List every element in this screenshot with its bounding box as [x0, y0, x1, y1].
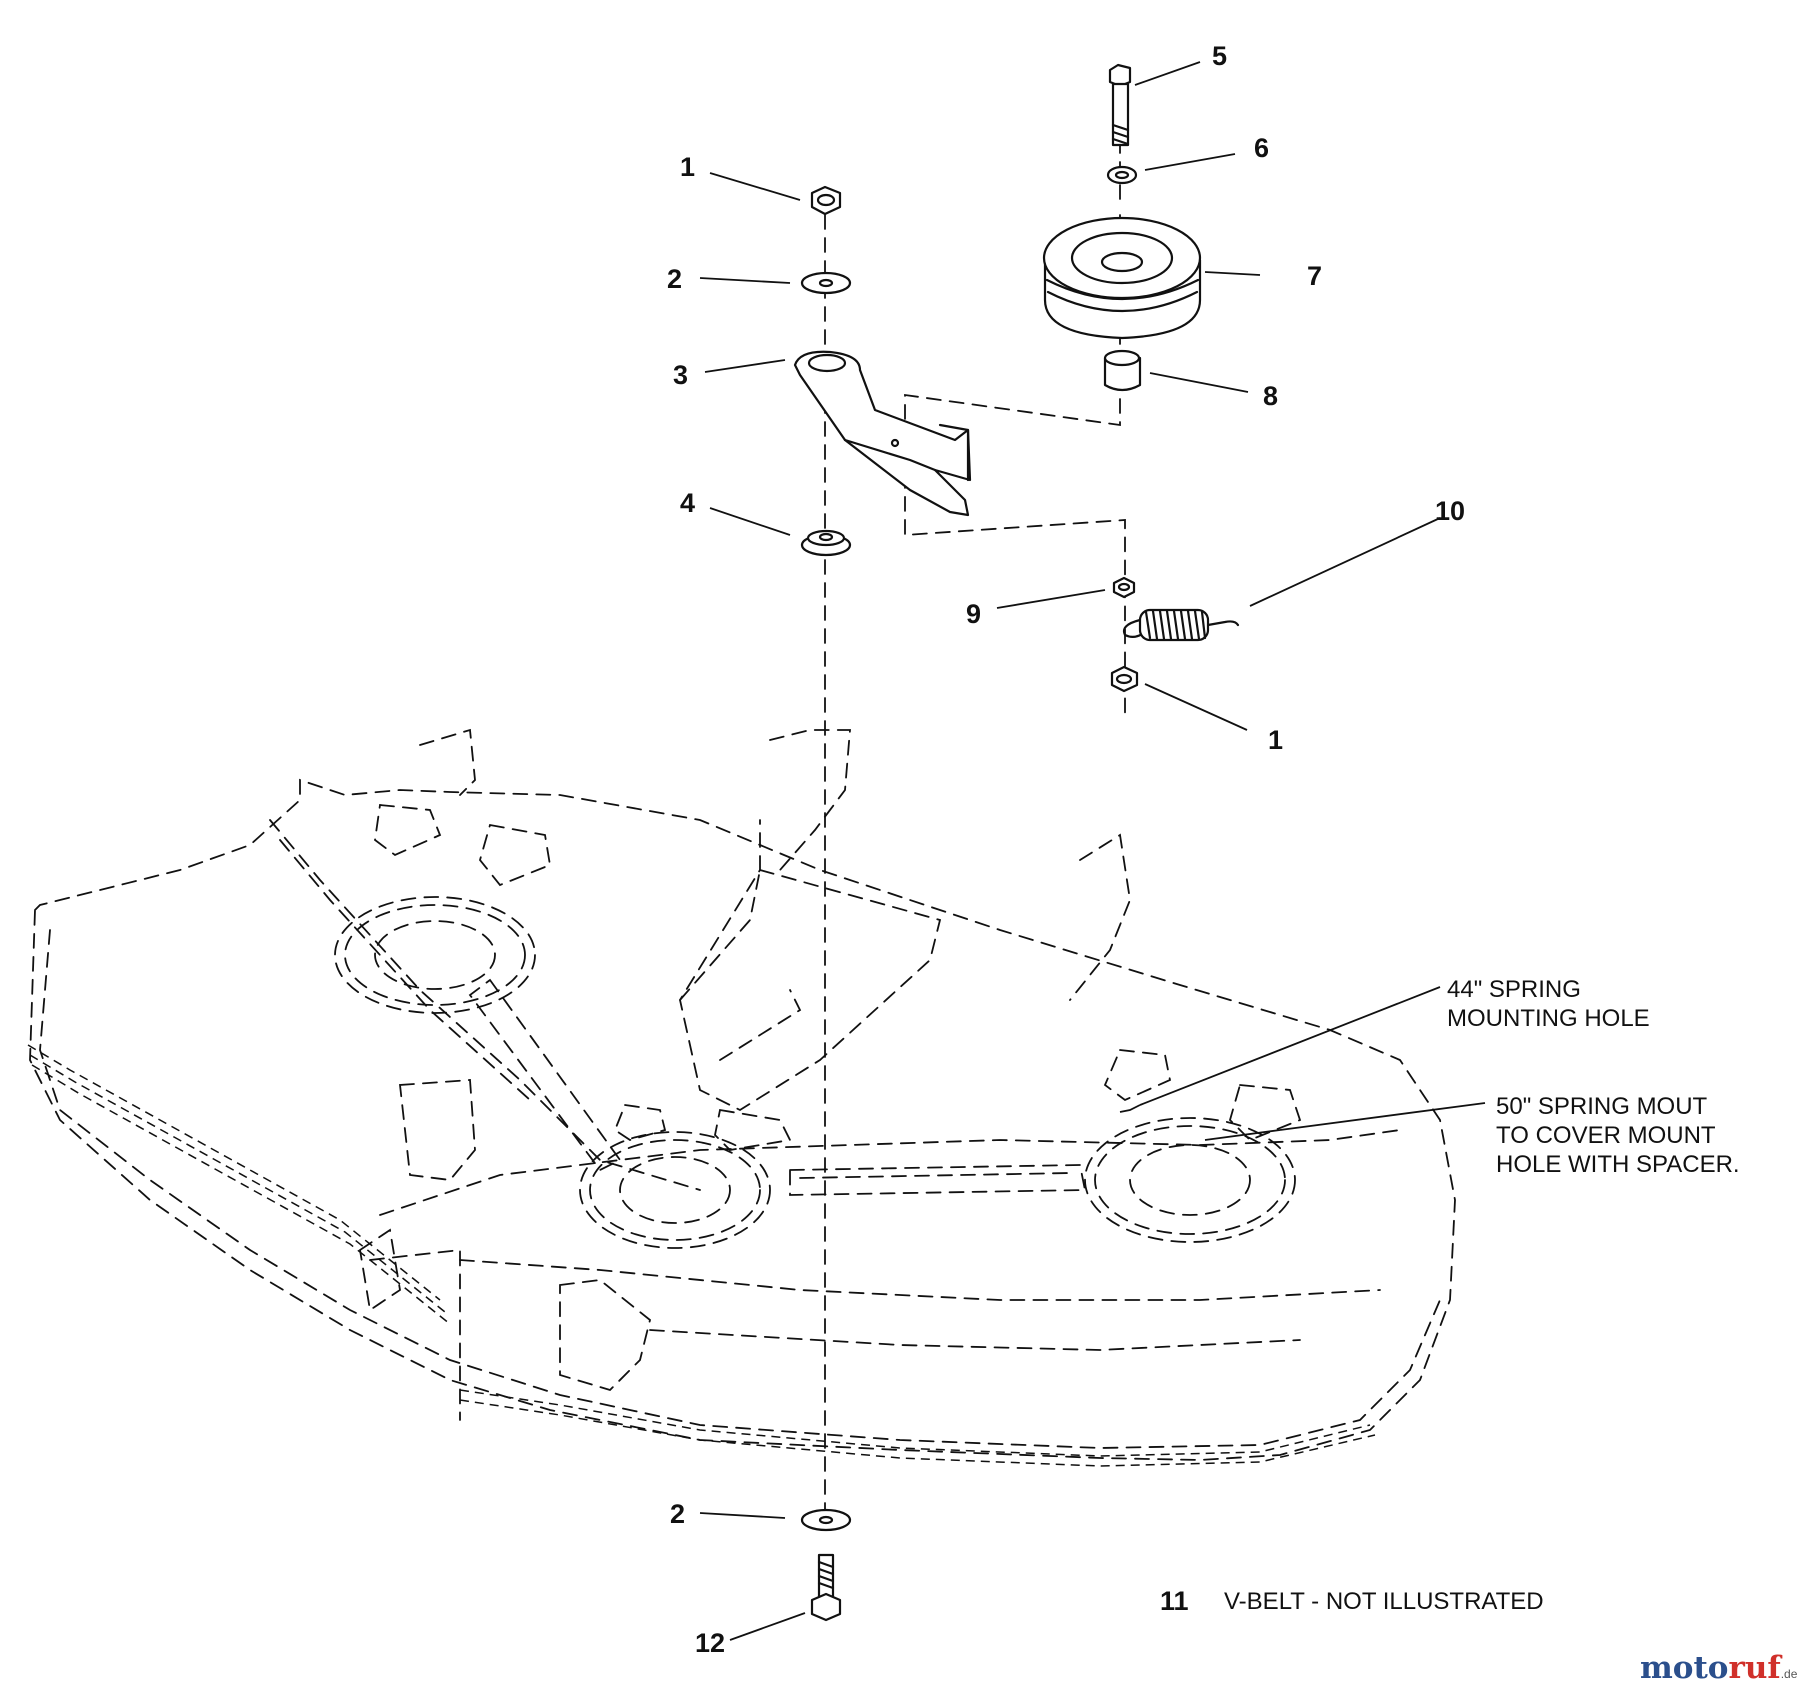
- note-44-spring-line2: MOUNTING HOLE: [1447, 1005, 1650, 1032]
- callout-9: 9: [966, 599, 981, 629]
- leader-lines: [699, 61, 1486, 1641]
- spring-nut: [1112, 576, 1136, 599]
- tension-spring: [1122, 608, 1240, 642]
- callout-10: 10: [1435, 496, 1465, 526]
- pulley-spacer: [1103, 349, 1142, 392]
- note-50-spring-line1: 50" SPRING MOUT: [1496, 1093, 1708, 1120]
- svg-text:motoruf.de: motoruf.de: [1640, 1650, 1798, 1686]
- washer-top: [800, 271, 852, 295]
- callout-12: 12: [695, 1628, 725, 1658]
- bolt-bottom: [810, 1553, 842, 1622]
- callout-7: 7: [1307, 261, 1322, 291]
- mower-deck: [27, 728, 1456, 1467]
- notes: 44" SPRING MOUNTING HOLE 50" SPRING MOUT…: [1224, 976, 1740, 1615]
- callout-3: 3: [673, 360, 688, 390]
- callout-4: 4: [680, 488, 695, 518]
- spacer-bushing: [800, 529, 852, 557]
- note-vbelt: V-BELT - NOT ILLUSTRATED: [1224, 1588, 1544, 1615]
- idler-pulley: [1042, 216, 1202, 340]
- callout-labels: 1 2 3 4 5 6 7 8 9 10 1 2 11 12: [667, 41, 1465, 1658]
- watermark-logo: motoruf.de: [1640, 1650, 1798, 1686]
- bolt-top: [1108, 63, 1132, 147]
- idler-arm: [793, 350, 972, 517]
- callout-5: 5: [1212, 41, 1227, 71]
- callout-8: 8: [1263, 381, 1278, 411]
- callout-1-top: 1: [680, 152, 695, 182]
- watermark-part3: .de: [1781, 1667, 1798, 1681]
- note-50-spring-line3: HOLE WITH SPACER.: [1496, 1151, 1740, 1178]
- watermark-part2: ruf: [1728, 1650, 1782, 1686]
- washer-bottom: [800, 1508, 852, 1532]
- note-44-spring-line1: 44" SPRING: [1447, 976, 1581, 1003]
- callout-2-top: 2: [667, 264, 682, 294]
- flange-nut-top: [810, 185, 842, 216]
- lock-washer: [1106, 165, 1138, 185]
- flange-nut-right: [1110, 665, 1139, 693]
- callout-6: 6: [1254, 133, 1269, 163]
- callout-11: 11: [1160, 1586, 1189, 1616]
- watermark-part1: moto: [1640, 1650, 1728, 1686]
- note-50-spring-line2: TO COVER MOUNT: [1496, 1122, 1716, 1149]
- callout-2-bottom: 2: [670, 1499, 685, 1529]
- callout-1-right: 1: [1268, 725, 1283, 755]
